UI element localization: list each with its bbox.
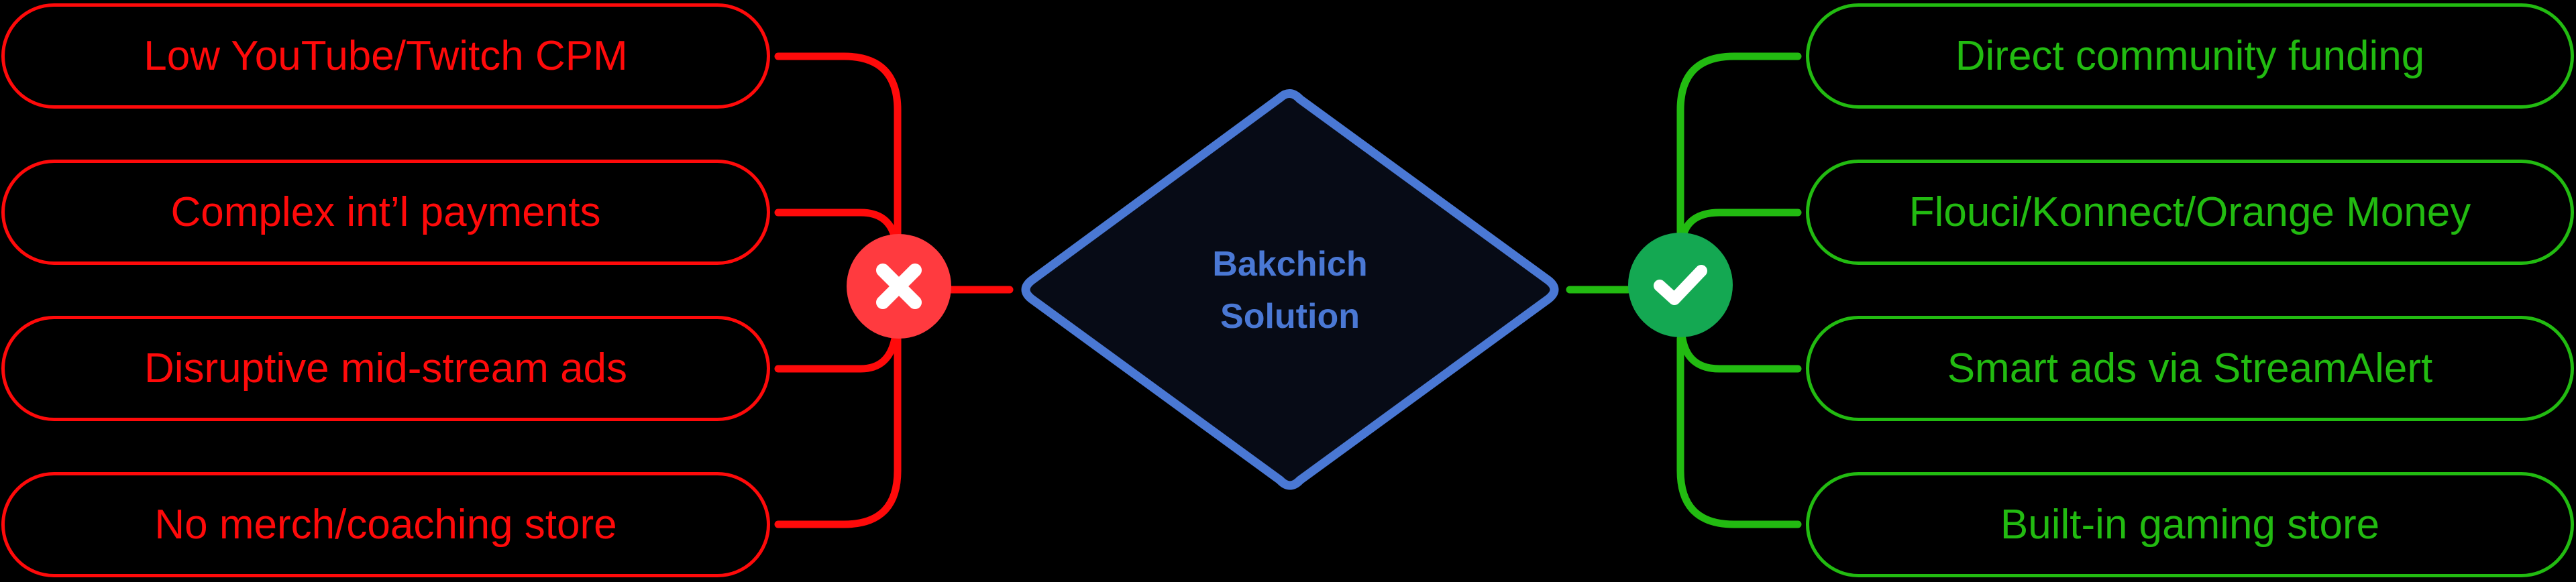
problem-connector-2 bbox=[774, 209, 899, 242]
solution-item-1: Direct community funding bbox=[1806, 3, 2574, 109]
solution-label: Direct community funding bbox=[1955, 33, 2425, 79]
problem-connector-3 bbox=[774, 335, 899, 373]
solution-label: Flouci/Konnect/Orange Money bbox=[1909, 189, 2471, 235]
solution-connector-4 bbox=[1676, 335, 1802, 528]
problem-label: Disruptive mid-stream ads bbox=[144, 345, 628, 392]
solution-label: Built-in gaming store bbox=[2000, 502, 2380, 548]
solution-badge bbox=[1628, 233, 1733, 337]
solution-connector-2 bbox=[1678, 209, 1802, 242]
center-label-line2: Solution bbox=[1220, 297, 1360, 336]
solution-item-4: Built-in gaming store bbox=[1806, 472, 2574, 577]
center-diamond bbox=[1021, 89, 1559, 490]
problem-label: Complex int’l payments bbox=[170, 189, 601, 235]
center-label: Bakchich Solution bbox=[1089, 238, 1491, 343]
solution-item-2: Flouci/Konnect/Orange Money bbox=[1806, 160, 2574, 265]
problem-item-1: Low YouTube/Twitch CPM bbox=[1, 3, 770, 109]
check-icon bbox=[1654, 265, 1707, 305]
problem-item-4: No merch/coaching store bbox=[1, 472, 770, 577]
solution-connector-3 bbox=[1678, 335, 1802, 373]
problem-badge bbox=[847, 234, 951, 339]
x-icon bbox=[876, 264, 922, 309]
center-label-line1: Bakchich bbox=[1212, 245, 1368, 284]
problem-label: No merch/coaching store bbox=[154, 502, 617, 548]
problem-label: Low YouTube/Twitch CPM bbox=[144, 33, 628, 79]
solution-connector-1 bbox=[1676, 52, 1802, 245]
solution-label: Smart ads via StreamAlert bbox=[1947, 345, 2433, 392]
problem-connector-1 bbox=[774, 52, 902, 245]
problem-connector-4 bbox=[774, 335, 902, 528]
problem-item-3: Disruptive mid-stream ads bbox=[1, 316, 770, 421]
solution-item-3: Smart ads via StreamAlert bbox=[1806, 316, 2574, 421]
problem-item-2: Complex int’l payments bbox=[1, 160, 770, 265]
